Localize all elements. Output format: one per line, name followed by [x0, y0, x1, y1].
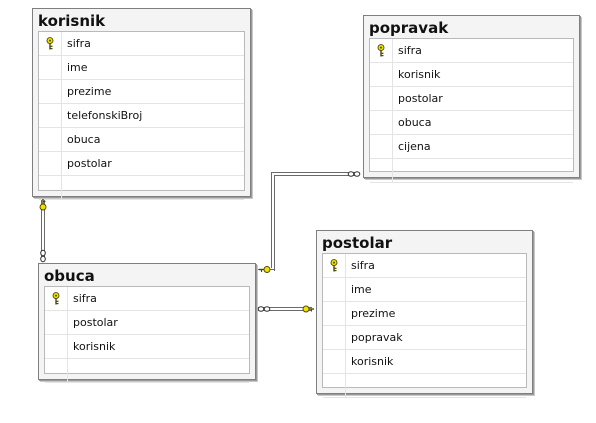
column-row[interactable]: sifra: [370, 39, 573, 63]
table-popravak[interactable]: popravak sifra korisnik postolar obuca c…: [363, 15, 580, 183]
key-icon: [52, 292, 60, 305]
table-title: korisnik: [38, 12, 106, 30]
empty-column-row[interactable]: [39, 176, 244, 200]
column-name: postolar: [398, 92, 443, 105]
column-list: sifra postolar korisnik: [44, 286, 250, 383]
column-list: sifra ime prezime telefonskiBroj obuca p…: [38, 31, 245, 200]
column-name: korisnik: [351, 355, 394, 368]
column-name: cijena: [398, 140, 431, 153]
table-title: popravak: [369, 19, 449, 37]
column-row[interactable]: korisnik: [323, 350, 526, 374]
column-row[interactable]: sifra: [39, 32, 244, 56]
column-row[interactable]: cijena: [370, 135, 573, 159]
column-row[interactable]: obuca: [39, 128, 244, 152]
infinity-icon: [347, 171, 361, 177]
column-name: sifra: [73, 292, 97, 305]
key-icon: [302, 305, 314, 313]
column-name: postolar: [73, 316, 118, 329]
column-name: obuca: [398, 116, 432, 129]
column-list: sifra korisnik postolar obuca cijena: [369, 38, 574, 183]
column-list: sifra ime prezime popravak korisnik: [322, 253, 527, 398]
table-title: postolar: [322, 234, 393, 252]
key-icon: [259, 266, 271, 273]
table-obuca[interactable]: obuca sifra postolar korisnik: [38, 263, 256, 383]
key-icon: [377, 44, 385, 57]
table-title: obuca: [44, 267, 95, 285]
column-name: telefonskiBroj: [67, 109, 143, 122]
column-name: korisnik: [73, 340, 116, 353]
column-row[interactable]: prezime: [323, 302, 526, 326]
column-name: sifra: [398, 44, 422, 57]
column-name: sifra: [67, 37, 91, 50]
empty-column-row[interactable]: [323, 374, 526, 398]
column-row[interactable]: postolar: [39, 152, 244, 176]
column-name: popravak: [351, 331, 403, 344]
relationship-popravak-obuca[interactable]: [258, 172, 355, 272]
infinity-icon: [257, 306, 271, 312]
column-name: ime: [67, 61, 88, 74]
column-row[interactable]: popravak: [323, 326, 526, 350]
column-row[interactable]: korisnik: [45, 335, 249, 359]
key-icon: [330, 259, 338, 272]
key-icon: [39, 199, 47, 211]
column-row[interactable]: ime: [323, 278, 526, 302]
column-row[interactable]: postolar: [370, 87, 573, 111]
column-row[interactable]: sifra: [323, 254, 526, 278]
table-postolar[interactable]: postolar sifra ime prezime popravak kori…: [316, 230, 533, 398]
column-row[interactable]: korisnik: [370, 63, 573, 87]
column-row[interactable]: prezime: [39, 80, 244, 104]
column-row[interactable]: postolar: [45, 311, 249, 335]
column-name: prezime: [351, 307, 396, 320]
table-korisnik[interactable]: korisnik sifra ime prezime telefonskiBro…: [32, 8, 251, 200]
column-row[interactable]: sifra: [45, 287, 249, 311]
column-row[interactable]: obuca: [370, 111, 573, 135]
column-name: obuca: [67, 133, 101, 146]
column-name: sifra: [351, 259, 375, 272]
column-name: prezime: [67, 85, 112, 98]
column-name: korisnik: [398, 68, 441, 81]
column-row[interactable]: ime: [39, 56, 244, 80]
key-icon: [46, 37, 54, 50]
empty-column-row[interactable]: [370, 159, 573, 183]
column-name: postolar: [67, 157, 112, 170]
empty-column-row[interactable]: [45, 359, 249, 383]
column-row[interactable]: telefonskiBroj: [39, 104, 244, 128]
infinity-icon: [40, 249, 46, 263]
column-name: ime: [351, 283, 372, 296]
